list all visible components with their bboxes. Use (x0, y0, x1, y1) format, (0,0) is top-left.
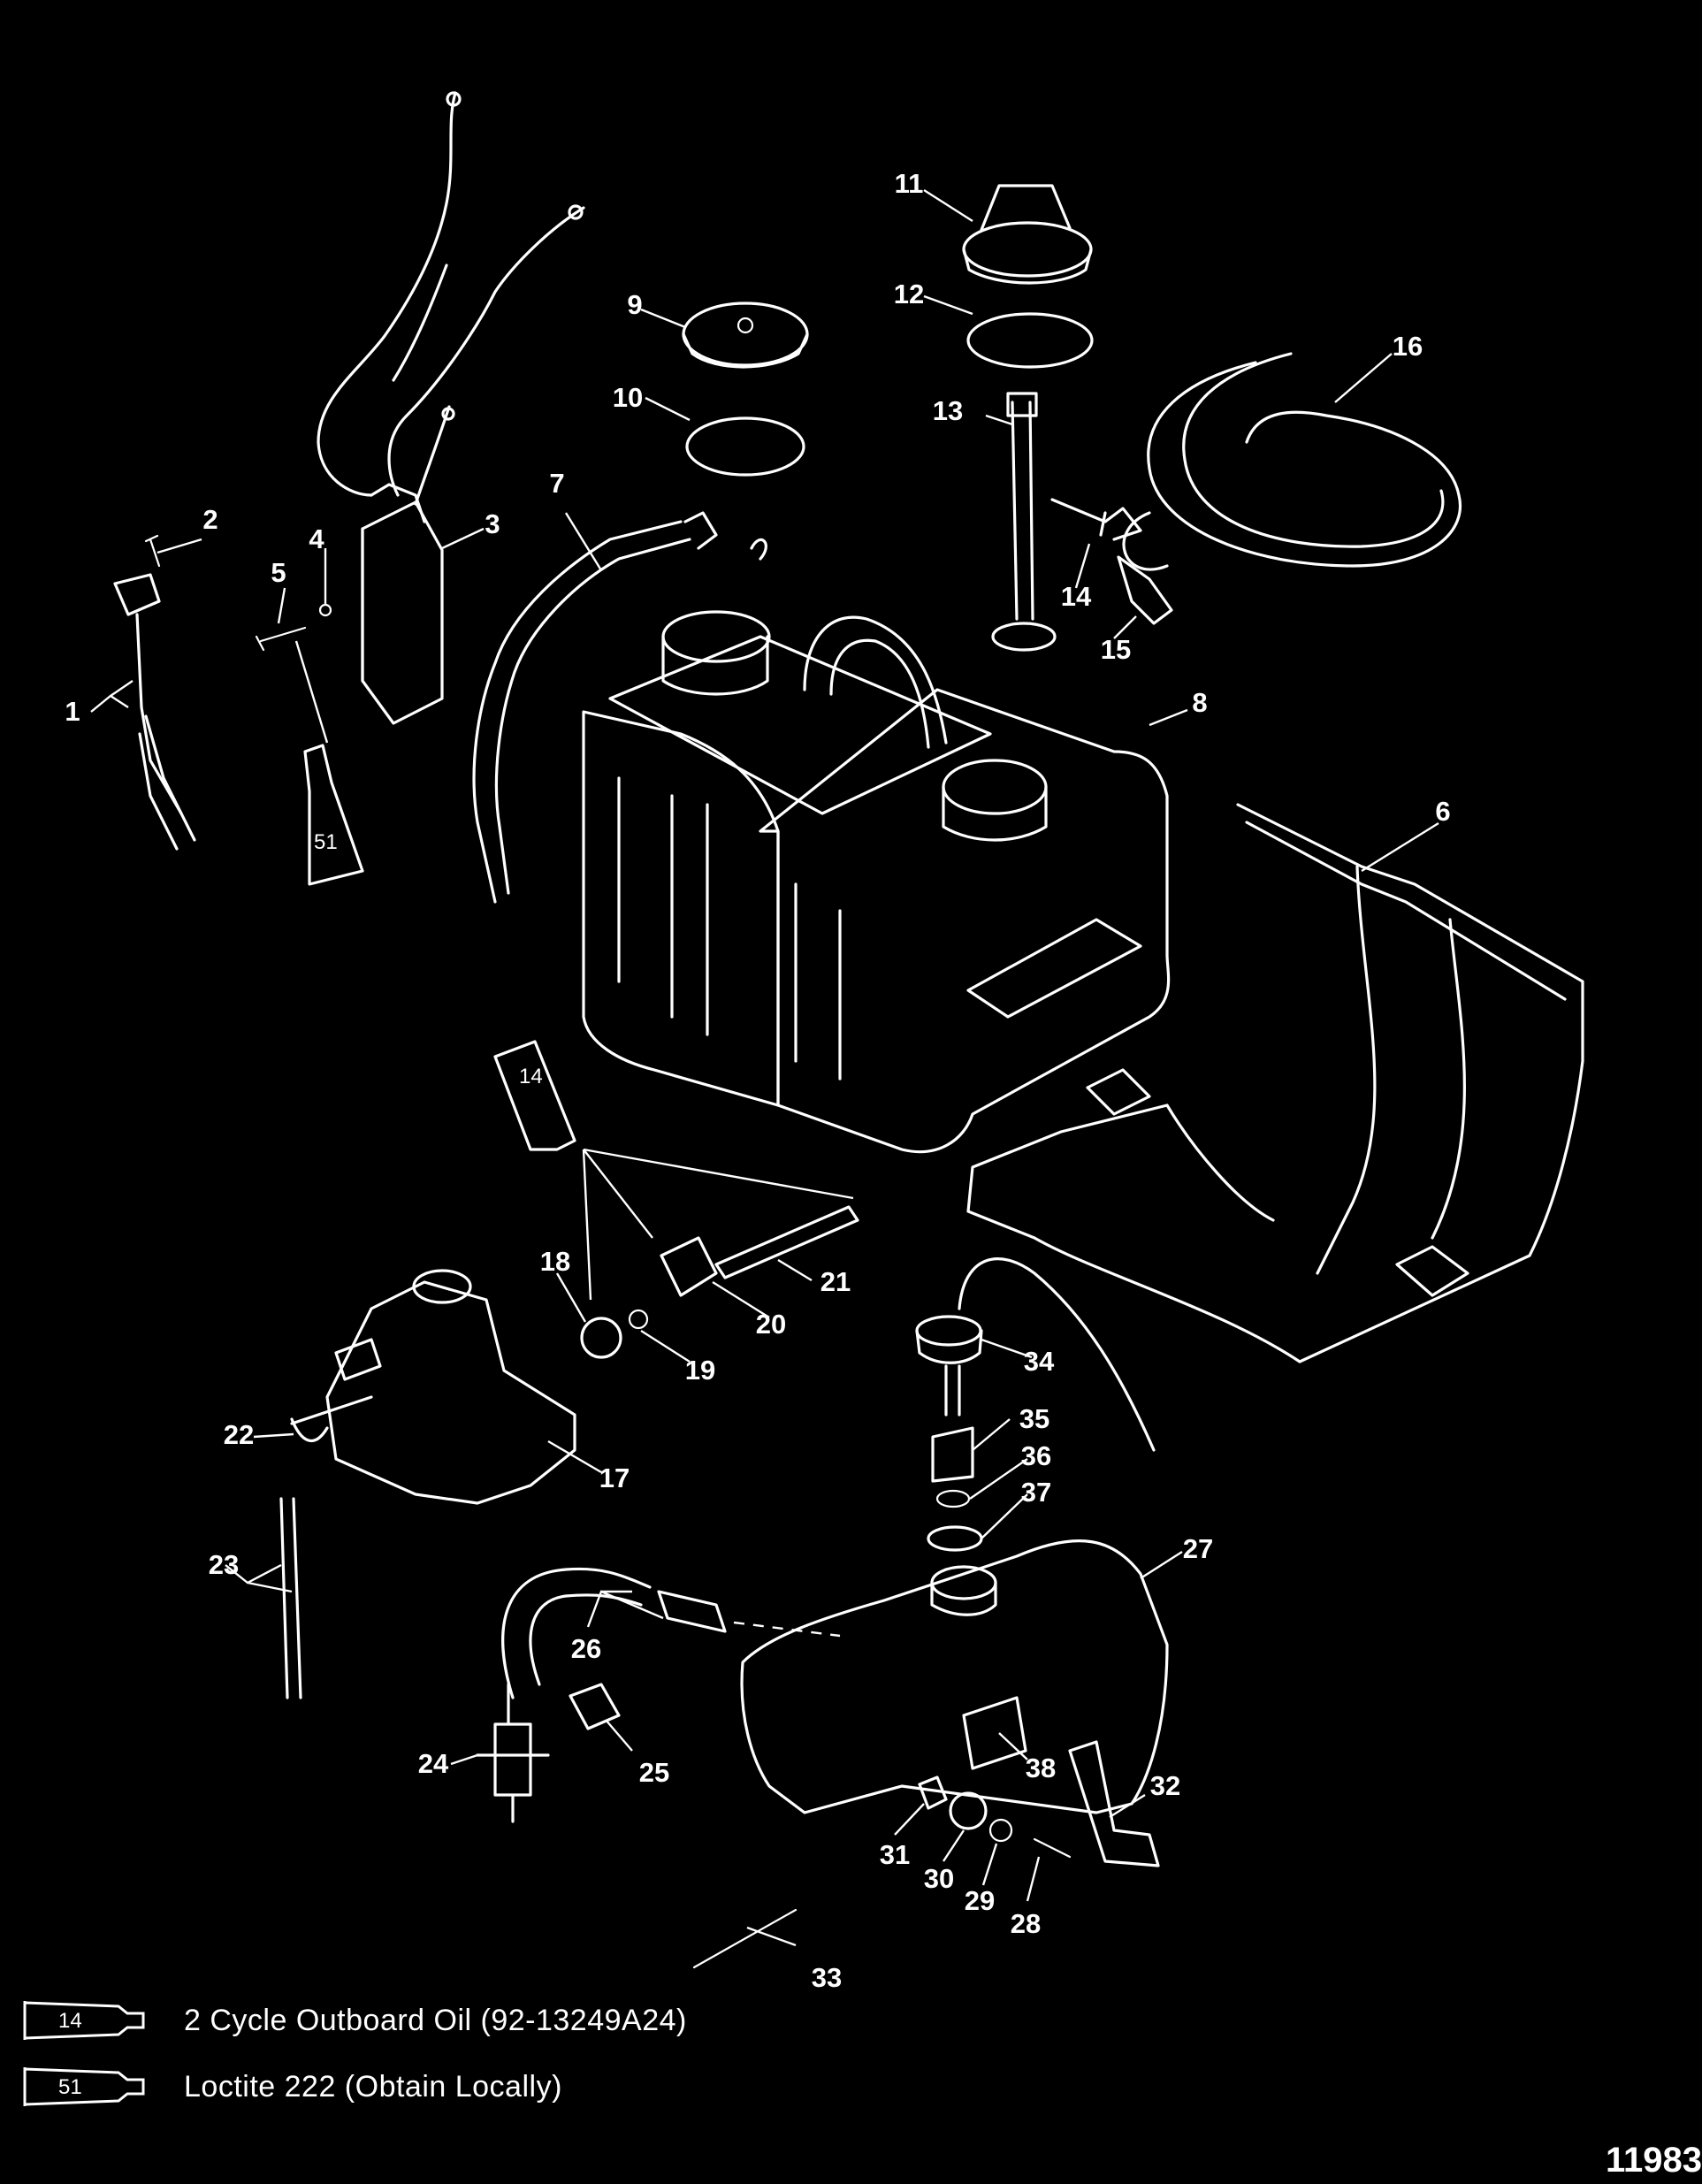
part-11-sender-cap (962, 184, 1093, 285)
callout-34: 34 (1023, 1346, 1055, 1377)
part-6-tank-tray (966, 803, 1584, 1363)
part-31-spacer (918, 1775, 948, 1810)
callout-36: 36 (1020, 1440, 1052, 1471)
callout-25: 25 (638, 1757, 670, 1788)
part-29-washer (988, 1818, 1013, 1843)
leader-lines (90, 188, 1439, 1947)
callout-38: 38 (1025, 1753, 1057, 1783)
part-21-pin (714, 1205, 859, 1279)
callout-7: 7 (549, 468, 565, 499)
callout-6: 6 (1435, 796, 1451, 827)
callout-11: 11 (894, 168, 924, 199)
part-7-strap (472, 511, 767, 904)
legend-text: 2 Cycle Outboard Oil (92-13249A24) (184, 2003, 687, 2037)
callout-12: 12 (893, 279, 925, 309)
callout-26: 26 (570, 1633, 602, 1664)
part-16-hose (1122, 352, 1462, 571)
callout-19: 19 (684, 1355, 716, 1386)
legend-text: Loctite 222 (Obtain Locally) (184, 2069, 562, 2104)
part-10-gasket (685, 416, 805, 477)
part-20-bushing (660, 1236, 718, 1297)
callout-24: 24 (417, 1748, 449, 1779)
part-23-link-rod (279, 1497, 302, 1699)
part-24-tee-fitting (476, 1683, 550, 1823)
legend-code: 14 (58, 2009, 82, 2033)
part-5-bolt (255, 626, 307, 652)
callout-15: 15 (1100, 634, 1132, 665)
callout-21: 21 (820, 1266, 851, 1297)
part-19-oring (628, 1309, 649, 1330)
part-37-oring (927, 1525, 983, 1552)
part-4-washer (318, 603, 332, 617)
part-32-elbow (1068, 1740, 1160, 1867)
callout-9: 9 (627, 289, 643, 320)
part-12-gasket (966, 312, 1094, 369)
part-8-oil-tank (582, 610, 1171, 1154)
part-30-grommet (949, 1791, 988, 1830)
part-18-grommet (580, 1317, 622, 1359)
callout-31: 31 (879, 1839, 911, 1870)
part-22-screw (290, 1395, 373, 1442)
part-35-bushing (931, 1426, 974, 1483)
figure-id: 11983 (1605, 2141, 1702, 2180)
callout-10: 10 (612, 382, 644, 413)
part-9-filler-cap (682, 302, 809, 369)
callout-18: 18 (539, 1246, 571, 1277)
loctite-tube (303, 744, 364, 886)
callout-30: 30 (923, 1863, 955, 1894)
oil-tube (493, 1040, 576, 1151)
callout-33: 33 (811, 1962, 843, 1993)
part-26-sleeve (657, 1590, 727, 1633)
tube-icon: 51 (23, 2067, 145, 2106)
oil-tube-leaders (582, 1148, 854, 1301)
part-1-connector-harness (113, 573, 196, 851)
callout-29: 29 (964, 1885, 996, 1916)
legend-row-51: 51 Loctite 222 (Obtain Locally) (19, 2060, 562, 2113)
tube-icon: 14 (23, 2001, 145, 2040)
part-15-connector (1117, 555, 1173, 625)
callout-1: 1 (65, 696, 80, 727)
part-14-fitting (1050, 498, 1142, 541)
part-3-ignition-pack (361, 483, 444, 725)
loctite-tube-label: 51 (314, 830, 338, 854)
callout-22: 22 (223, 1419, 255, 1450)
part-28-screw (1033, 1837, 1072, 1859)
callout-5: 5 (271, 557, 286, 588)
legend-row-14: 14 2 Cycle Outboard Oil (92-13249A24) (19, 1994, 687, 2047)
part-27-oil-reservoir (740, 1539, 1169, 1814)
callout-14a: 14 (1060, 581, 1092, 612)
callout-3: 3 (485, 508, 500, 539)
callout-32: 32 (1149, 1770, 1181, 1801)
oil-tube-label: 14 (519, 1065, 543, 1088)
part-34-sensor-cap (915, 1257, 1156, 1452)
callout-13: 13 (932, 395, 964, 426)
callout-20: 20 (755, 1309, 787, 1340)
legend-code: 51 (58, 2075, 82, 2099)
callout-8: 8 (1192, 687, 1208, 718)
callout-28: 28 (1010, 1908, 1042, 1939)
callout-17: 17 (599, 1462, 630, 1493)
part-2-screw (144, 534, 161, 568)
callout-16: 16 (1392, 331, 1423, 362)
part-13-pickup-tube (991, 392, 1057, 652)
callout-27: 27 (1182, 1533, 1214, 1564)
callout-4: 4 (309, 523, 324, 554)
callout-35: 35 (1019, 1403, 1050, 1434)
part-17-oil-pump (325, 1269, 576, 1505)
callout-23: 23 (208, 1549, 240, 1580)
callout-2: 2 (202, 504, 218, 535)
part-25-filter (569, 1683, 621, 1730)
wiring-harness (317, 91, 585, 506)
callout-37: 37 (1020, 1477, 1052, 1508)
part-36-washer (935, 1489, 971, 1508)
part-33-cable-tie (692, 1908, 798, 1969)
